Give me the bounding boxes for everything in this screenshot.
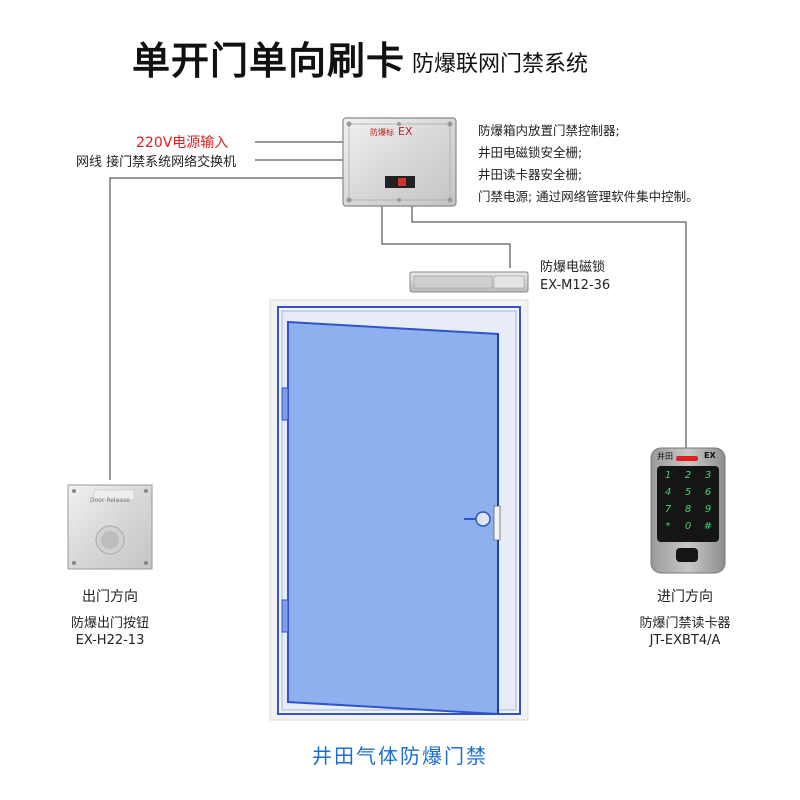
- reader-brand: 井田: [657, 452, 673, 461]
- exit-button-name: 防爆出门按钮: [70, 616, 149, 631]
- door: [269, 299, 529, 721]
- card-reader-model: JT-EXBT4/A: [649, 633, 721, 648]
- exit-button-wire: [109, 177, 343, 480]
- exit-button-model: EX-H22-13: [75, 633, 145, 648]
- controller-tag: 防爆标: [370, 128, 394, 137]
- reader-ex-mark: EX: [704, 451, 716, 460]
- keypad-key: 4: [665, 487, 671, 498]
- card-reader-device: 1 2 3 4 5 6 7 8 9 * 0 #: [650, 447, 726, 574]
- exit-direction: 出门方向: [82, 589, 138, 605]
- power-input-label: 220V电源输入: [136, 135, 229, 151]
- controller-description-line: 井田读卡器安全栅;: [478, 167, 583, 182]
- wire-lines: [109, 141, 687, 480]
- keypad-key: 0: [685, 521, 691, 532]
- reader-wire: [411, 204, 687, 450]
- controller-box: [342, 117, 457, 207]
- keypad-key: 2: [685, 470, 691, 481]
- keypad-key: 1: [665, 470, 671, 481]
- exit-button-device: [67, 484, 153, 570]
- lock-name: 防爆电磁锁: [540, 260, 606, 275]
- lock-wire: [381, 204, 511, 268]
- controller-description: 防爆箱内放置门禁控制器; 井田电磁锁安全栅; 井田读卡器安全栅; 门禁电源; 通…: [478, 120, 699, 208]
- keypad-key: *: [666, 521, 671, 532]
- keypad-key: #: [704, 521, 712, 532]
- keypad-key: 9: [705, 504, 711, 515]
- controller-ex-plate: EX: [398, 125, 413, 138]
- controller-description-line: 井田电磁锁安全栅;: [478, 145, 583, 160]
- keypad-key: 3: [705, 470, 711, 481]
- keypad-key: 8: [685, 504, 691, 515]
- keypad-key: 5: [685, 487, 691, 498]
- exit-button-plate: Door Release: [90, 497, 130, 504]
- keypad-key: 7: [665, 504, 672, 515]
- lock-model: EX-M12-36: [540, 278, 611, 293]
- keypad-key: 6: [705, 487, 711, 498]
- entry-direction: 进门方向: [657, 589, 713, 605]
- network-input-label: 网线 接门禁系统网络交换机: [76, 155, 237, 170]
- page-title: 单开门单向刷卡: [132, 39, 406, 83]
- controller-description-line: 防爆箱内放置门禁控制器;: [478, 123, 620, 138]
- page-subtitle: 防爆联网门禁系统: [412, 52, 589, 77]
- magnetic-lock-device: [409, 271, 529, 293]
- controller-description-line: 门禁电源; 通过网络管理软件集中控制。: [478, 189, 699, 204]
- footer-brand: 井田气体防爆门禁: [312, 744, 488, 768]
- card-reader-name: 防爆门禁读卡器: [639, 616, 731, 631]
